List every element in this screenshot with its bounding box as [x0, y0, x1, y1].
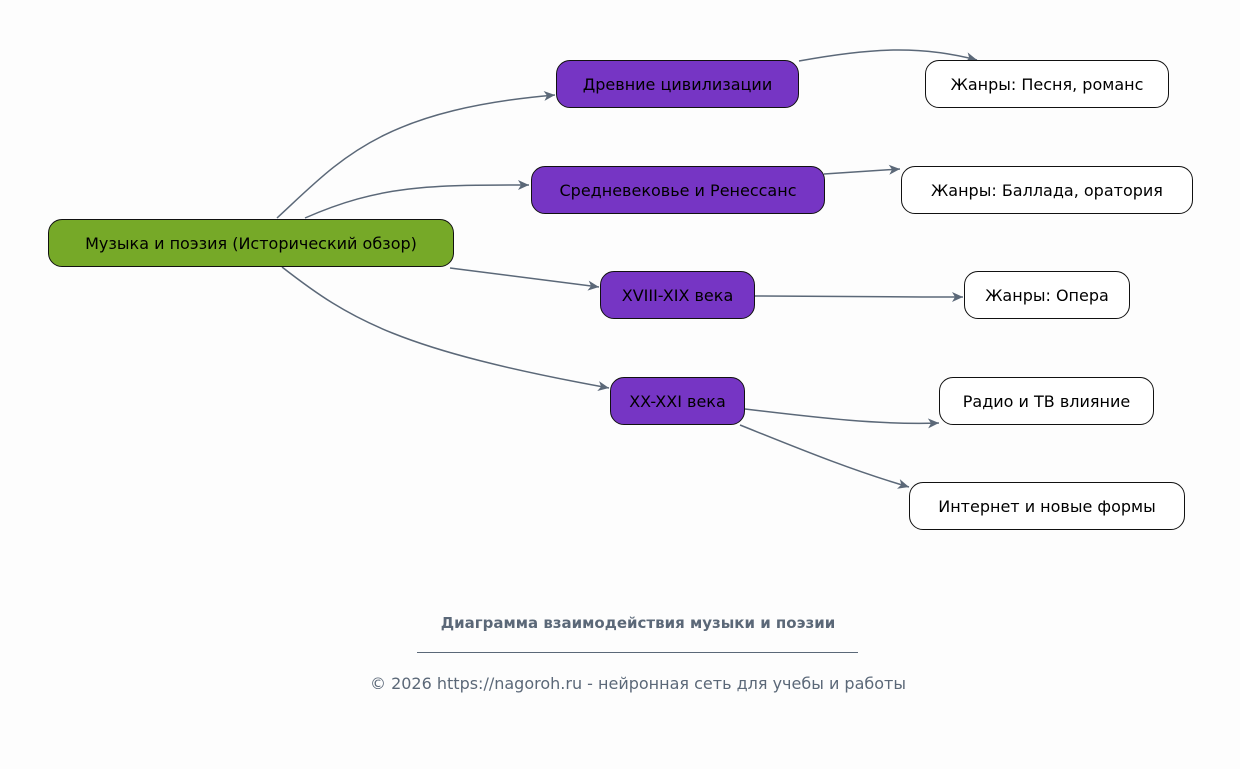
period-node-ancient: Древние цивилизации — [556, 60, 799, 108]
period-node-medieval: Средневековье и Ренессанс — [531, 166, 825, 214]
edge-root-ancient — [276, 90, 556, 219]
edge-root-medieval — [304, 180, 530, 219]
period-node-18-19: XVIII-XIX века — [600, 271, 755, 319]
copyright-text: © 2026 https://nagoroh.ru - нейронная се… — [369, 674, 906, 693]
diagram-caption: Диаграмма взаимодействия музыки и поэзии — [440, 614, 836, 632]
period-label: Древние цивилизации — [582, 74, 773, 94]
edge-18-19-opera — [754, 291, 964, 302]
period-label: XX-XXI века — [629, 391, 726, 411]
edge-ancient-genres — [798, 49, 978, 63]
detail-label: Радио и ТВ влияние — [962, 391, 1131, 411]
detail-node-song-romance: Жанры: Песня, романс — [925, 60, 1169, 108]
edge-medieval-genres — [823, 164, 901, 175]
detail-label: Жанры: Опера — [985, 285, 1109, 305]
footer-divider — [417, 652, 858, 653]
period-label: XVIII-XIX века — [621, 285, 734, 305]
root-node: Музыка и поэзия (Исторический обзор) — [48, 219, 454, 267]
detail-label: Жанры: Песня, романс — [950, 74, 1144, 94]
detail-node-internet: Интернет и новые формы — [909, 482, 1185, 530]
root-label: Музыка и поэзия (Исторический обзор) — [85, 233, 417, 253]
detail-node-ballad-oratorio: Жанры: Баллада, оратория — [901, 166, 1193, 214]
period-node-20-21: XX-XXI века — [610, 377, 745, 425]
edge-20-21-internet — [739, 424, 910, 489]
edge-20-21-radio — [744, 408, 940, 429]
detail-label: Интернет и новые формы — [938, 496, 1156, 516]
detail-label: Жанры: Баллада, оратория — [931, 180, 1163, 200]
detail-node-opera: Жанры: Опера — [964, 271, 1130, 319]
period-label: Средневековье и Ренессанс — [559, 180, 797, 200]
edge-root-20-21 — [281, 266, 610, 391]
edge-root-18-19 — [449, 267, 600, 291]
detail-node-radio-tv: Радио и ТВ влияние — [939, 377, 1154, 425]
